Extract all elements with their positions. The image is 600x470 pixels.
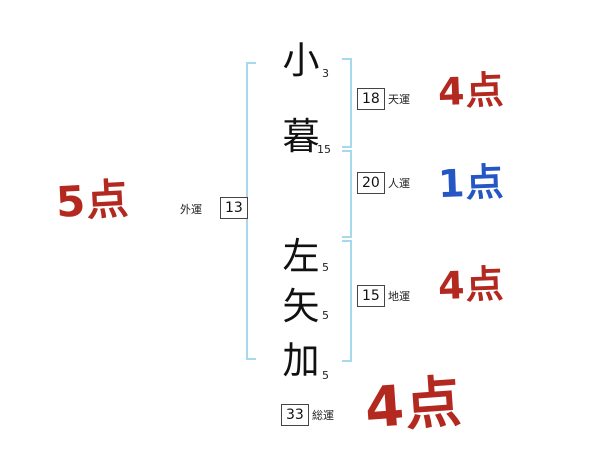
soun-number-box: 33 <box>281 404 309 426</box>
tenun-number-box: 18 <box>357 88 385 110</box>
soun-label: 総運 <box>312 409 334 422</box>
bracket-tenun <box>342 58 352 148</box>
soun-score: 4点 <box>362 369 465 442</box>
stroke-count-4: 5 <box>322 309 329 322</box>
stroke-count-5: 5 <box>322 369 329 382</box>
name-character-5: 加 <box>282 339 320 382</box>
stroke-count-2: 15 <box>317 143 331 156</box>
bracket-chiun <box>342 240 352 362</box>
chiun-score: 4点 <box>437 261 506 309</box>
name-character-3: 左 <box>282 235 320 278</box>
jinun-number-box: 20 <box>357 172 385 194</box>
gaiun-number-box: 13 <box>220 197 248 219</box>
tenun-label: 天運 <box>388 93 410 106</box>
gaiun-label: 外運 <box>180 203 202 216</box>
stroke-count-1: 3 <box>322 67 329 80</box>
stroke-count-3: 5 <box>322 261 329 274</box>
name-character-1: 小 <box>282 39 320 82</box>
chiun-label: 地運 <box>388 290 410 303</box>
chiun-number-box: 15 <box>357 285 385 307</box>
gaiun-score: 5点 <box>54 174 131 227</box>
name-character-4: 矢 <box>282 285 320 328</box>
name-character-2: 暮 <box>282 115 320 158</box>
jinun-score: 1点 <box>437 159 506 207</box>
bracket-jinun <box>342 150 352 238</box>
tenun-score: 4点 <box>437 67 506 115</box>
jinun-label: 人運 <box>388 177 410 190</box>
